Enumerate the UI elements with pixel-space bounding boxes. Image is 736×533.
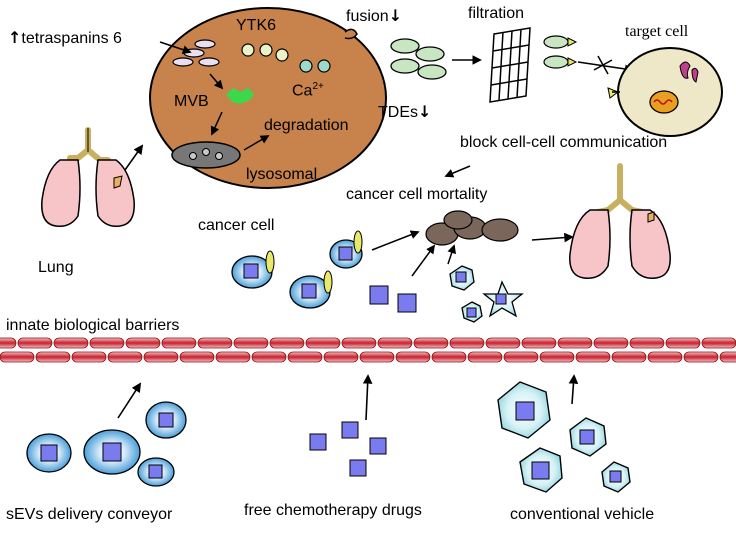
lysosomal-label: lysosomal xyxy=(246,166,318,183)
barrier-cell xyxy=(17,337,53,349)
barrier-cell xyxy=(0,351,35,363)
free-drug-squares-mid xyxy=(369,285,417,313)
barrier-cell xyxy=(125,337,161,349)
ytk6-label: YTK6 xyxy=(236,17,277,34)
tetraspanins-label: ↑tetraspanins 6 xyxy=(8,30,122,47)
tumor-cell xyxy=(149,7,387,189)
barrier-cell xyxy=(557,337,593,349)
filtered-vesicles xyxy=(543,35,634,75)
degradation-label: degradation xyxy=(264,117,349,134)
barrier-cell xyxy=(143,351,179,363)
tetraspanins-text: tetraspanins 6 xyxy=(21,30,122,47)
barrier-cell xyxy=(287,351,323,363)
fusion-label: fusion↓ xyxy=(346,8,402,25)
free-drugs-label: free chemotherapy drugs xyxy=(244,502,422,519)
biological-barrier xyxy=(0,337,736,363)
barrier-cell xyxy=(53,337,89,349)
ca-superscript: 2+ xyxy=(312,81,324,92)
lung-left-illustration xyxy=(41,127,135,228)
tde-vesicles xyxy=(390,38,447,80)
innate-barriers-label: innate biological barriers xyxy=(6,317,180,334)
barrier-cell xyxy=(233,337,269,349)
barrier-cell xyxy=(665,337,701,349)
sevs-delivery-group xyxy=(26,401,187,487)
barrier-cell xyxy=(593,337,629,349)
barrier-cell xyxy=(629,337,665,349)
ca-label: Ca2+ xyxy=(292,82,324,99)
barrier-cell xyxy=(683,351,719,363)
conventional-vehicles-mid xyxy=(449,265,524,323)
filtration-label: filtration xyxy=(468,5,525,22)
barrier-cell xyxy=(575,351,611,363)
barrier-cell xyxy=(413,337,449,349)
free-chemo-drug-squares xyxy=(309,421,387,477)
barrier-cell xyxy=(179,351,215,363)
tdes-label: TDEs↓ xyxy=(378,104,431,121)
conventional-vehicle-label: conventional vehicle xyxy=(510,506,655,523)
barrier-cell xyxy=(0,337,17,349)
filtration-mesh-icon xyxy=(489,27,531,103)
down-arrow-icon: ↓ xyxy=(418,102,432,121)
barrier-cell xyxy=(269,337,305,349)
barrier-cell xyxy=(539,351,575,363)
barrier-cell xyxy=(305,337,341,349)
tdes-text: TDEs xyxy=(378,104,418,121)
barrier-cell xyxy=(449,337,485,349)
barrier-cell xyxy=(341,337,377,349)
barrier-cell xyxy=(467,351,503,363)
barrier-cell xyxy=(395,351,431,363)
cancer-cells-with-sevs xyxy=(231,230,363,309)
barrier-cell xyxy=(611,351,647,363)
lung-label: Lung xyxy=(38,259,74,276)
barrier-cell xyxy=(647,351,683,363)
barrier-cell xyxy=(251,351,287,363)
down-arrow-icon: ↓ xyxy=(388,6,403,25)
barrier-cell xyxy=(431,351,467,363)
barrier-cell xyxy=(323,351,359,363)
up-arrow-icon: ↑ xyxy=(8,28,22,47)
ca-text: Ca xyxy=(292,82,313,100)
mvb-label: MVB xyxy=(174,93,209,110)
barrier-cell xyxy=(719,351,736,363)
cancer-cell-label: cancer cell xyxy=(198,217,275,234)
target-cell-label: target cell xyxy=(625,23,689,40)
barrier-cell xyxy=(485,337,521,349)
cancer-cell-mortality-label: cancer cell mortality xyxy=(346,186,488,203)
barrier-cell xyxy=(377,337,413,349)
barrier-cell xyxy=(215,351,251,363)
barrier-cell xyxy=(503,351,539,363)
barrier-cell xyxy=(197,337,233,349)
lung-right-illustration xyxy=(569,163,671,279)
conventional-vehicle-group xyxy=(497,381,631,493)
barrier-cell xyxy=(35,351,71,363)
dead-cancer-cells xyxy=(425,210,519,246)
block-communication-label: block cell-cell communication xyxy=(460,134,668,151)
barrier-cell xyxy=(359,351,395,363)
fusion-text: fusion xyxy=(346,8,389,25)
target-cell xyxy=(607,47,723,137)
sevs-delivery-label: sEVs delivery conveyor xyxy=(6,506,173,523)
barrier-cell xyxy=(89,337,125,349)
barrier-cell xyxy=(521,337,557,349)
barrier-cell xyxy=(107,351,143,363)
barrier-cell xyxy=(161,337,197,349)
barrier-cell xyxy=(71,351,107,363)
barrier-cell xyxy=(701,337,736,349)
